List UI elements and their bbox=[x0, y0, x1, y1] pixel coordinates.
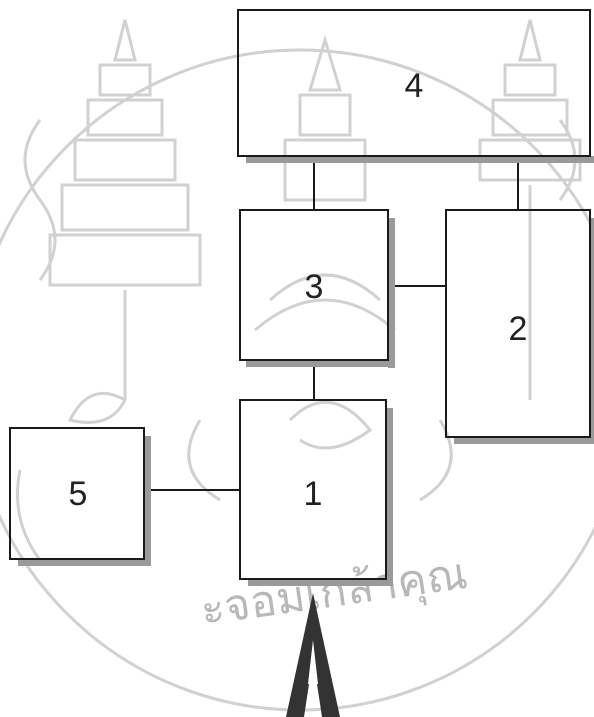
box-3: 3 bbox=[240, 210, 395, 368]
watermark-text: ะจอมเกล้าคุณ bbox=[198, 548, 471, 637]
box-3-shadow-right bbox=[388, 218, 395, 368]
box-4-label: 4 bbox=[405, 67, 424, 105]
box-3-label: 3 bbox=[305, 268, 324, 306]
box-2: 2 bbox=[446, 210, 594, 444]
box-4-shadow bbox=[246, 156, 594, 163]
box-2-shadow-bottom bbox=[454, 437, 594, 444]
box-3-shadow-bottom bbox=[246, 360, 395, 367]
watermark-central-crown bbox=[255, 40, 395, 330]
box-5-shadow-bottom bbox=[18, 559, 151, 566]
box-5-label: 5 bbox=[69, 475, 88, 513]
box-5-shadow-right bbox=[144, 436, 151, 566]
watermark-left-pagoda bbox=[50, 20, 200, 423]
box-2-label: 2 bbox=[509, 310, 528, 348]
box-1-shadow-right bbox=[386, 408, 393, 586]
box-1-shadow-bottom bbox=[248, 579, 393, 586]
box-1-label: 1 bbox=[304, 475, 323, 513]
